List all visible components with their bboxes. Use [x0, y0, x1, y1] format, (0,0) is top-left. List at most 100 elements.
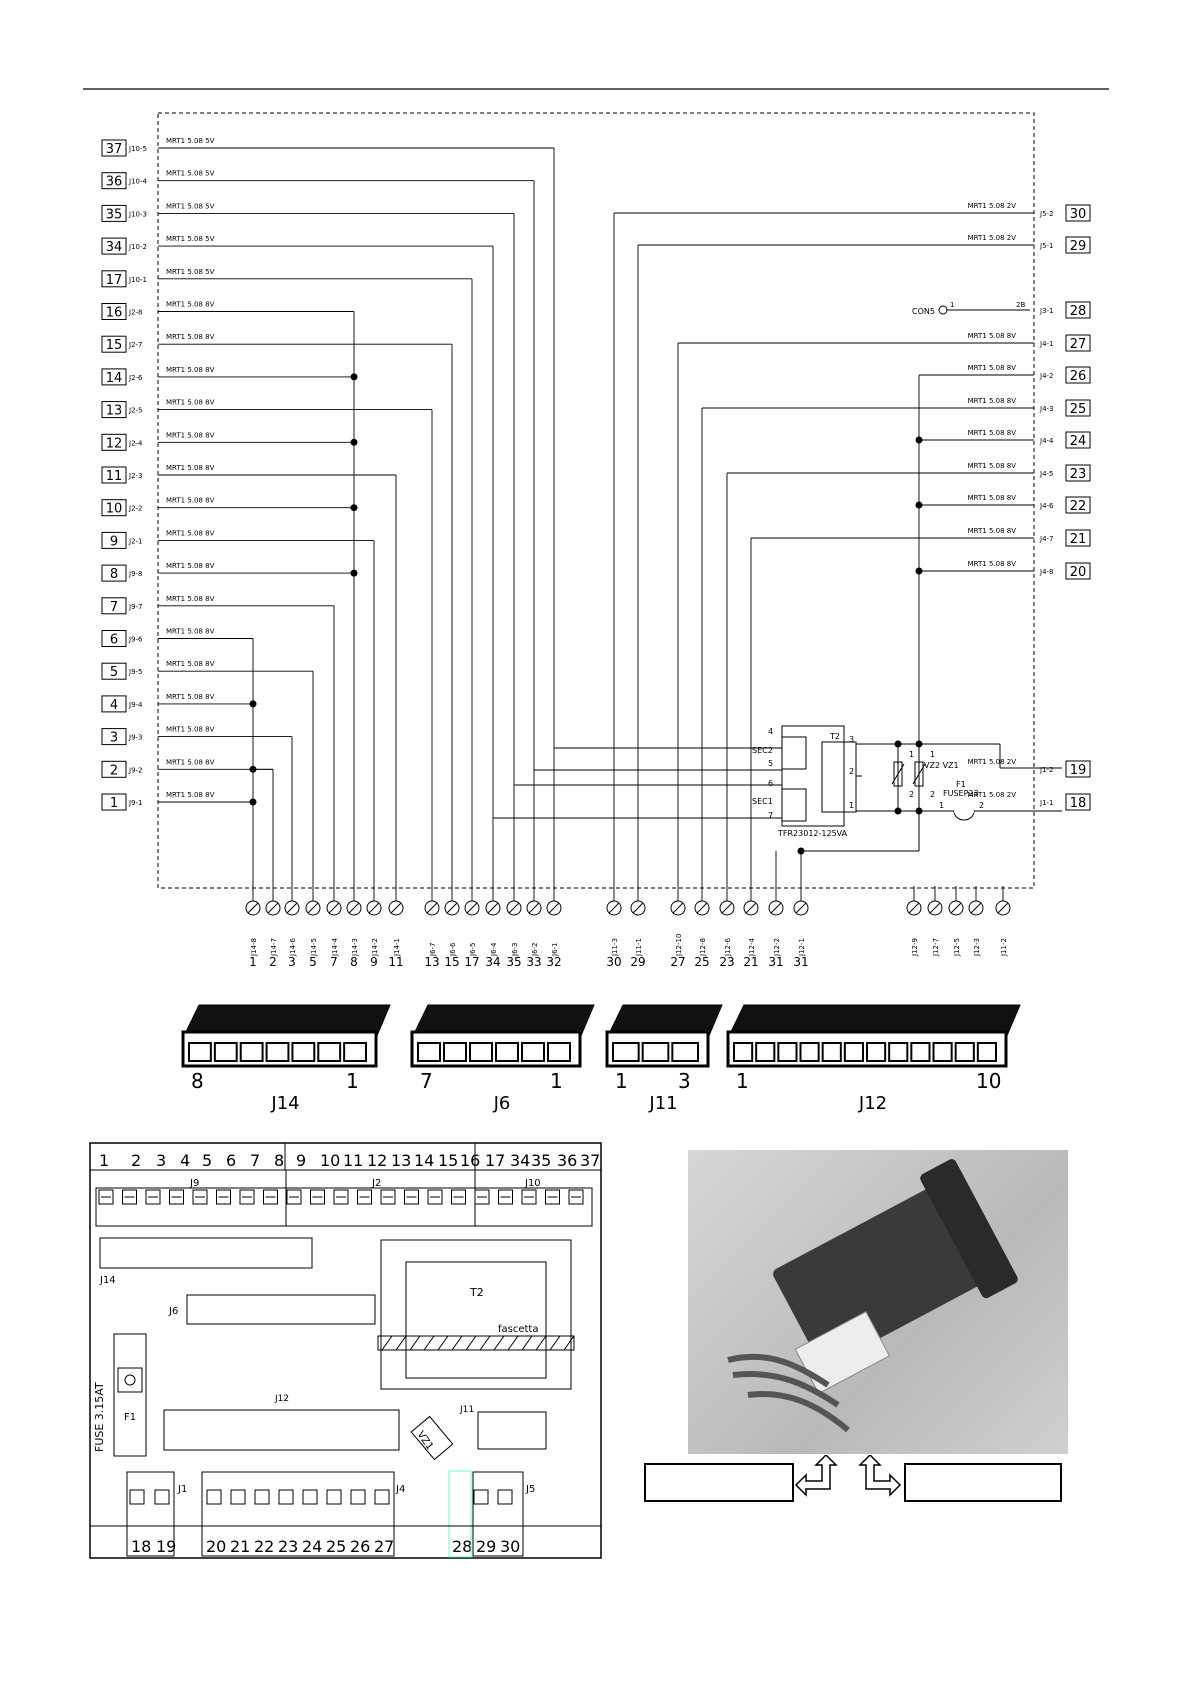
- j11-header: [477, 1411, 547, 1450]
- board-bottom-number: 28: [452, 1537, 472, 1556]
- bottom-pin: J14-111: [388, 900, 404, 969]
- top-terminal-strip: [95, 1187, 593, 1227]
- terminal-number: 34: [106, 240, 123, 255]
- terminal-slot: [326, 1489, 342, 1505]
- arrow-right-icon: [858, 1455, 902, 1497]
- terminal-box: [101, 564, 127, 582]
- wire-spec: MRT1 5.08 5V: [166, 202, 215, 210]
- tr-pin-3: 3: [849, 735, 854, 744]
- pin-number: 2: [269, 955, 277, 969]
- wire-spec: MRT1 5.08 8V: [166, 366, 215, 374]
- fascetta-hatch: [423, 1335, 435, 1351]
- housing-cell: [843, 1042, 864, 1062]
- board-bottom-number: 26: [350, 1537, 370, 1556]
- block-j2: J2: [371, 1178, 381, 1189]
- bottom-pin: J14-47: [326, 900, 342, 969]
- terminal-box: [101, 597, 127, 615]
- terminal-connector: J10-1: [128, 276, 147, 284]
- vz2-slash: [891, 763, 905, 785]
- terminal-number: 21: [1070, 532, 1087, 547]
- housing-cell: [641, 1042, 670, 1062]
- terminal-number: 7: [110, 600, 118, 615]
- con5-terminal: [938, 305, 948, 315]
- fascetta-hatch: [535, 1335, 547, 1351]
- terminal-box: [101, 630, 127, 647]
- j1-block: [126, 1471, 175, 1557]
- terminal-number: 17: [106, 273, 123, 288]
- pin-number: 15: [444, 955, 459, 969]
- bottom-pin: J12-3: [968, 900, 984, 957]
- terminal-connector: J9-3: [128, 734, 143, 742]
- pin-label: J14-1: [393, 938, 401, 957]
- terminal-number: 14: [106, 371, 123, 386]
- transformer-t2: [781, 725, 1062, 852]
- connector-left-pin: 1: [615, 1069, 628, 1093]
- fascetta-hatch: [381, 1335, 393, 1351]
- wire-spec: MRT1 5.08 8V: [968, 429, 1017, 437]
- pin-label: J12-5: [953, 938, 961, 957]
- wire-spec: MRT1 5.08 2V: [968, 202, 1017, 210]
- tr-pin-5: 5: [768, 759, 773, 768]
- terminal-connector: J3-1: [1039, 307, 1054, 315]
- terminal-box: [101, 172, 127, 190]
- bottom-pin: J12-825: [694, 900, 710, 969]
- terminal-box: [101, 270, 127, 288]
- sec1-label: SEC1: [752, 797, 773, 806]
- terminal-box: [1065, 793, 1091, 811]
- terminal-number: 25: [1070, 402, 1087, 417]
- fuse-model: FUSEP23: [943, 789, 979, 798]
- terminal-number: 26: [1070, 369, 1087, 384]
- primary-winding: [821, 741, 857, 813]
- terminal-number: 29: [1070, 239, 1087, 254]
- terminal-box: [101, 466, 127, 484]
- pin-number: 34: [485, 955, 500, 969]
- screw-slot: [950, 902, 962, 914]
- t2-core: [405, 1261, 547, 1379]
- connector-right-pin: 1: [346, 1069, 359, 1093]
- terminal-connector: J9-1: [128, 799, 143, 807]
- wire-spec: MRT1 5.08 8V: [166, 431, 215, 439]
- bottom-pin: J14-72: [265, 900, 281, 969]
- pin-number: 31: [793, 955, 808, 969]
- pin-label: J14-7: [270, 938, 278, 957]
- terminal-connector: J1-1: [1039, 799, 1054, 807]
- terminal-box: [101, 695, 127, 713]
- board-top-number: 36: [557, 1151, 577, 1170]
- screw-slot: [696, 902, 708, 914]
- terminal-number: 15: [106, 338, 123, 353]
- board-top-number: 1: [99, 1151, 109, 1170]
- pin-label: J6-1: [551, 943, 559, 958]
- pin-label: J12-6: [724, 938, 732, 957]
- screw-slot: [307, 902, 319, 914]
- fuse-ref: F1: [956, 780, 966, 789]
- bottom-pin: J6-517: [464, 900, 480, 969]
- terminal-box: [101, 531, 127, 549]
- terminal-connector: J4-4: [1039, 437, 1054, 445]
- vz2-symbol: [893, 761, 903, 787]
- pin-number: 33: [526, 955, 541, 969]
- housing-cell: [239, 1042, 264, 1062]
- fuse-cap: [117, 1367, 143, 1393]
- terminal-box: [101, 433, 127, 451]
- pin-label: J6-5: [469, 943, 477, 958]
- fascetta-hatch: [409, 1335, 421, 1351]
- pin-label: J14-6: [289, 938, 297, 957]
- pin-label: J14-3: [351, 938, 359, 957]
- terminal-box: [101, 303, 127, 320]
- terminal-box: [1065, 301, 1091, 319]
- terminal-number: 24: [1070, 434, 1087, 449]
- pin-label: J11-2: [1000, 938, 1008, 957]
